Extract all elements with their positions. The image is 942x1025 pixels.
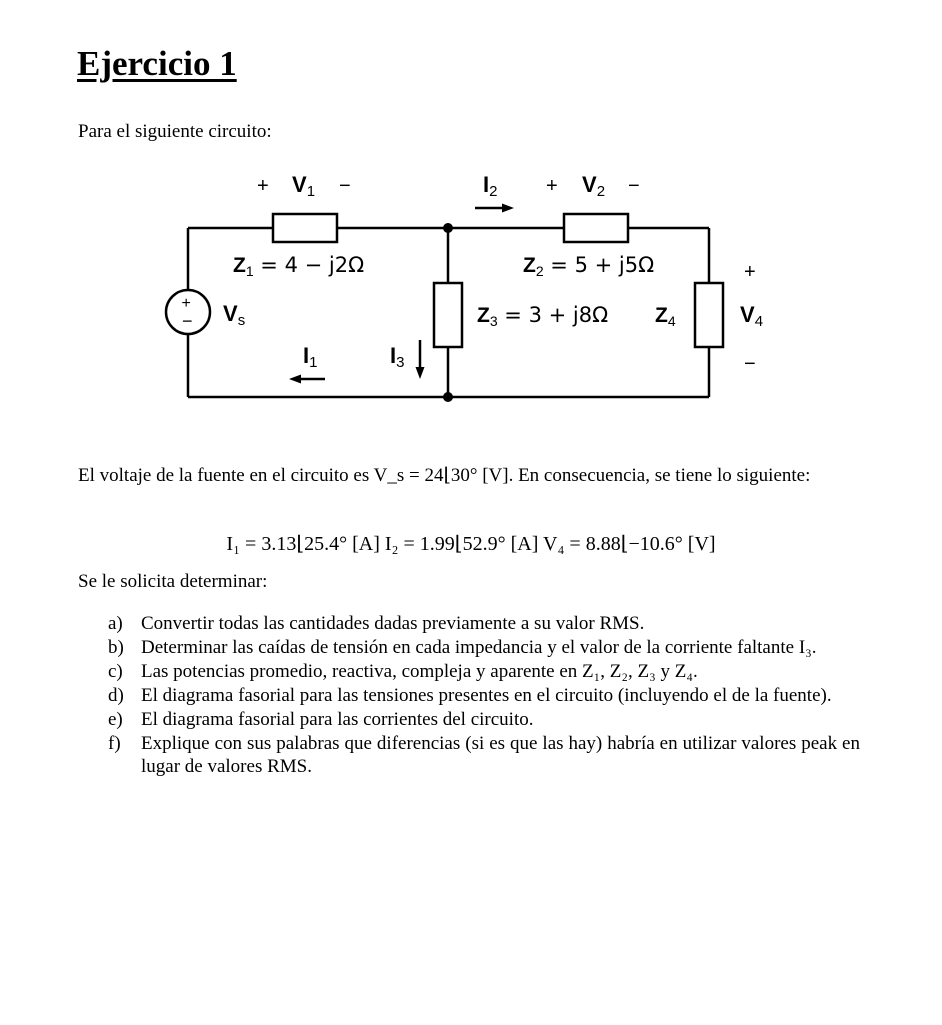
z3-resistor — [432, 281, 464, 349]
v1-minus: − — [339, 175, 351, 197]
v1-plus: + — [257, 175, 269, 197]
v2-label: V2 — [582, 172, 605, 200]
list-item: c) Las potencias promedio, reactiva, comp… — [108, 660, 860, 683]
source-voltage-text: El voltaje de la fuente en el circuito e… — [78, 465, 811, 486]
i1-label: I1 — [303, 343, 317, 371]
i3-label: I3 — [390, 343, 404, 371]
list-item-text: Explique con sus palabras que diferencia… — [141, 733, 860, 777]
vs-label: Vs — [223, 301, 245, 329]
list-item: a) Convertir todas las cantidades dadas p… — [108, 612, 860, 635]
list-marker: f) — [108, 733, 121, 754]
z4-resistor — [693, 281, 725, 349]
z1-label: Z1 = 4 − j2Ω — [233, 253, 364, 279]
node-bottom — [443, 392, 453, 402]
list-item-text: Convertir todas las cantidades dadas pre… — [141, 613, 645, 634]
z3-label: Z3 = 3 + j8Ω — [477, 303, 608, 329]
v4-label: V4 — [740, 302, 763, 330]
list-item-text: Determinar las caídas de tensión en cada… — [141, 637, 817, 658]
list-item: e) El diagrama fasorial para las corrient… — [108, 708, 860, 731]
list-marker: e) — [108, 709, 123, 730]
intro-text: Para el siguiente circuito: — [78, 121, 272, 142]
z2-label: Z2 = 5 + j5Ω — [523, 253, 654, 279]
given-values-equation: I₁ = 3.13⌊25.4° [A] I₂ = 1.99⌊52.9° [A] … — [226, 533, 716, 555]
i2-label: I2 — [483, 172, 497, 200]
list-item-text: El diagrama fasorial para las corrientes… — [141, 709, 534, 730]
z1-resistor — [271, 212, 339, 244]
z2-resistor — [562, 212, 630, 244]
list-marker: b) — [108, 637, 124, 658]
list-item: f) Explique con sus palabras que diferenc… — [108, 732, 860, 778]
exercise-title: Ejercicio 1 — [77, 44, 237, 83]
node-top — [443, 223, 453, 233]
v4-plus: + — [744, 261, 756, 283]
list-item: b) Determinar las caídas de tensión en ca… — [108, 636, 860, 659]
z4-label: Z4 — [655, 304, 676, 329]
list-item-text: Las potencias promedio, reactiva, comple… — [141, 661, 698, 682]
v2-minus: − — [628, 175, 640, 197]
v2-plus: + — [546, 175, 558, 197]
task-list: a) Convertir todas las cantidades dadas p… — [108, 612, 860, 779]
circuit-diagram: + − + V1 − I2 + V2 − Z1 = 4 − j2Ω Z2 = 5… — [164, 172, 763, 402]
v1-label: V1 — [292, 172, 315, 200]
v4-minus: − — [744, 353, 756, 375]
source-plus-sign: + — [182, 295, 191, 312]
list-marker: a) — [108, 613, 123, 634]
list-item: d) El diagrama fasorial para las tensione… — [108, 684, 860, 707]
list-item-text: El diagrama fasorial para las tensiones … — [141, 685, 832, 706]
voltage-source-symbol — [164, 288, 212, 336]
source-minus-sign: − — [182, 311, 193, 331]
request-text: Se le solicita determinar: — [78, 571, 268, 592]
list-marker: c) — [108, 661, 123, 682]
list-marker: d) — [108, 685, 124, 706]
